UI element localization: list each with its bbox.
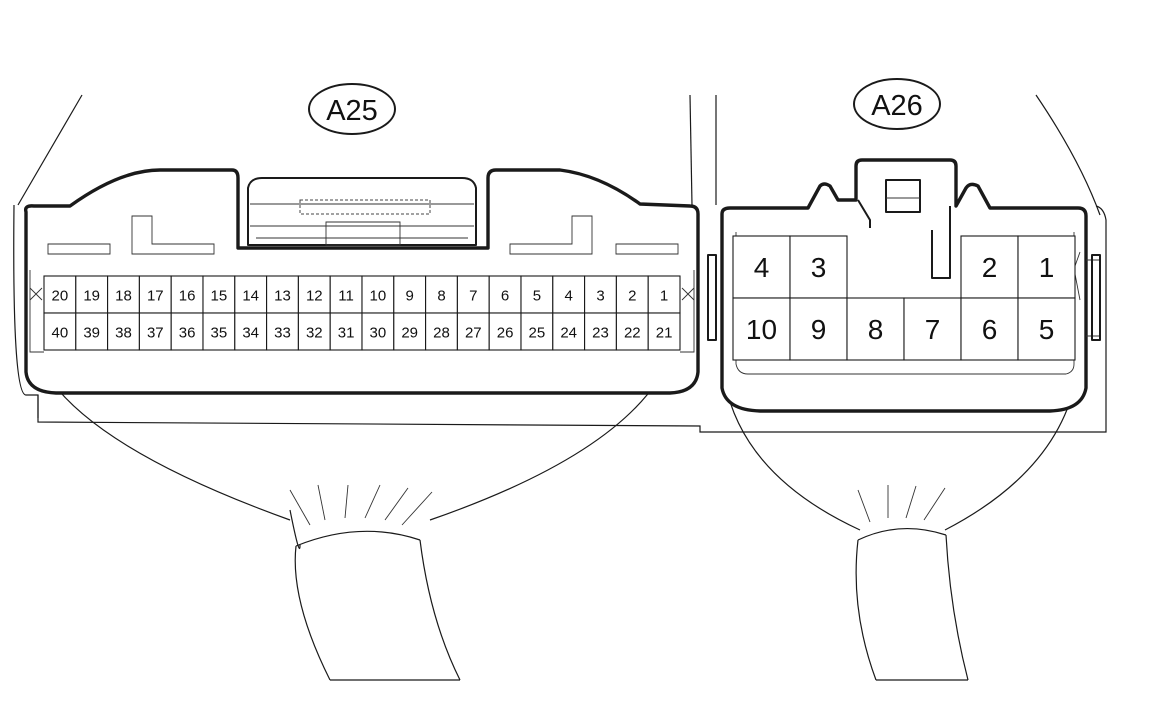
pin-number: 22 [624,325,641,342]
pin-number: 29 [401,325,418,342]
pin-number: 8 [437,288,445,305]
a25-label-ring [308,83,396,135]
pin-number: 35 [211,325,228,342]
pin-number: 14 [242,288,259,305]
pin-cell [43,312,77,351]
a26-label: A26 [871,90,923,122]
pin-number: 23 [592,325,609,342]
pin-cell [789,235,848,299]
pin-number: 40 [52,325,69,342]
pin-number: 4 [754,252,770,283]
pin-cell [647,275,681,314]
pin-number: 10 [370,288,387,305]
pin-number: 6 [501,288,509,305]
a25-label: A25 [326,95,378,127]
pin-number: 31 [338,325,355,342]
pin-cell [297,275,331,314]
pin-number: 3 [596,288,604,305]
pin-cell [1017,235,1076,299]
pin-number: 1 [660,288,668,305]
pin-cell [1017,297,1076,361]
pin-number: 37 [147,325,164,342]
pin-cell [960,297,1019,361]
pin-cell [552,275,586,314]
pin-number: 26 [497,325,514,342]
pin-cell [361,312,395,351]
pin-number: 9 [406,288,414,305]
pin-number: 24 [560,325,577,342]
pin-cell [234,312,268,351]
pin-cell [266,275,299,314]
pin-number: 6 [982,314,998,345]
pin-number: 8 [868,314,884,345]
pin-number: 11 [338,288,354,305]
pin-number: 9 [811,314,827,345]
pin-number: 27 [465,325,482,342]
pin-number: 10 [746,314,777,345]
pin-number: 39 [83,325,100,342]
pin-number: 1 [1039,252,1055,283]
pin-cell [170,312,204,351]
pin-number: 38 [115,325,132,342]
pin-cell [107,312,140,351]
pin-number: 28 [433,325,450,342]
pin-number: 17 [147,288,164,305]
pin-number: 20 [52,288,69,305]
a26-label-badge: A26 [853,78,941,130]
pin-cell [75,275,109,314]
pin-cell [488,312,522,351]
pin-cell [789,297,848,361]
pin-number: 7 [469,288,477,305]
pin-cell [234,275,268,314]
pin-cell [138,275,172,314]
pin-number: 13 [274,288,291,305]
pin-cell [456,312,490,351]
pin-cell [584,312,617,351]
pin-cell [960,235,1019,299]
pin-number: 12 [306,288,323,305]
mounting-plate [13,94,1107,433]
pin-cell [329,312,363,351]
pin-cell [425,275,458,314]
a26-pin-grid: 4 3 2 1 10 9 8 7 6 5 [732,235,1076,361]
pin-cell [202,275,236,314]
pin-number: 5 [533,288,541,305]
pin-cell [732,235,791,299]
pin-cell [615,312,649,351]
pin-number: 7 [925,314,941,345]
pin-number: 2 [628,288,636,305]
pin-number: 34 [242,325,259,342]
pin-cell [732,297,791,361]
pin-cell [138,312,172,351]
pin-number: 3 [811,252,827,283]
pin-number: 33 [274,325,291,342]
pin-number: 36 [179,325,196,342]
pin-cell [393,275,427,314]
pin-number: 19 [83,288,100,305]
a26-label-ring [853,78,941,130]
pin-number: 32 [306,325,323,342]
pin-cell [846,297,905,361]
pin-number: 21 [656,325,673,342]
pin-cell [520,275,554,314]
pin-number: 15 [211,288,228,305]
a25-label-badge: A25 [308,83,396,135]
pin-number: 25 [529,325,546,342]
pin-cell [647,312,681,351]
pin-number: 30 [370,325,387,342]
pin-number: 4 [565,288,573,305]
pin-cell [552,312,586,351]
pin-number: 18 [115,288,132,305]
pin-number: 2 [982,252,998,283]
pin-cell [520,312,554,351]
pin-number: 16 [179,288,196,305]
pin-number: 5 [1039,314,1055,345]
